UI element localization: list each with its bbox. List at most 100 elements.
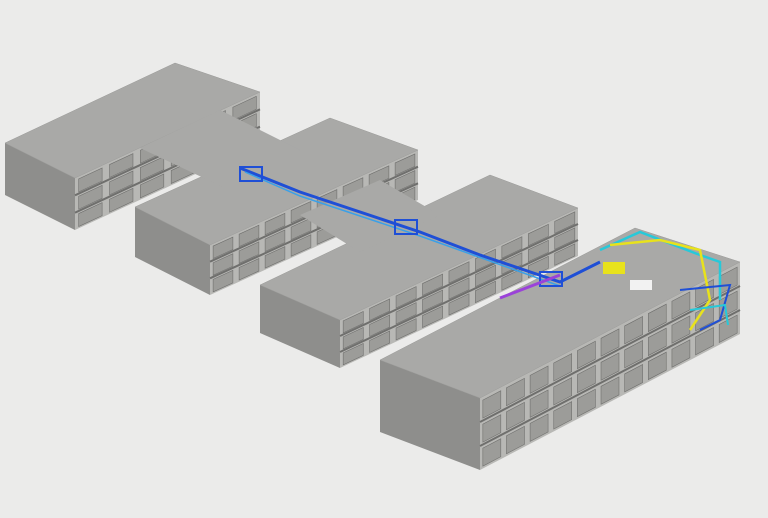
- buildings: [4, 62, 741, 470]
- secondary-pipe: [244, 171, 561, 287]
- roof: [4, 62, 261, 179]
- bay-opening: [369, 330, 391, 353]
- bay-opening: [212, 253, 234, 276]
- bay-opening: [395, 286, 417, 309]
- bay-opening: [238, 258, 260, 281]
- bay-opening: [448, 261, 470, 284]
- bay-opening: [212, 236, 234, 260]
- end-wall: [5, 143, 75, 230]
- bay-opening: [553, 353, 573, 382]
- bay-opening: [501, 252, 523, 275]
- bay-opening: [475, 264, 496, 288]
- pump-skid: [539, 271, 563, 287]
- bay-opening: [448, 293, 470, 316]
- bay-opening: [369, 314, 391, 337]
- bay-opening: [554, 211, 576, 234]
- bay-opening: [109, 187, 134, 213]
- bay-opening: [422, 305, 443, 329]
- bay-opening: [109, 153, 134, 179]
- bay-opening: [232, 95, 257, 121]
- bay-opening: [624, 316, 643, 345]
- yellow-pipe: [609, 238, 712, 331]
- bay-opening: [506, 377, 525, 407]
- bay-opening: [501, 268, 523, 291]
- bay-opening: [140, 173, 165, 199]
- purple-pipe: [499, 273, 561, 300]
- bay-opening: [264, 246, 286, 269]
- bay-opening: [527, 223, 549, 247]
- bay-opening: [78, 184, 103, 210]
- bay-opening: [475, 280, 496, 304]
- bay-opening: [671, 291, 691, 320]
- bay-opening: [647, 351, 667, 381]
- bay-opening: [529, 365, 549, 394]
- bay-opening: [394, 170, 416, 193]
- yellow-equipment: [603, 262, 625, 274]
- pump-skid: [239, 166, 263, 182]
- bay-opening: [577, 388, 596, 418]
- bay-opening: [718, 314, 738, 343]
- bay-opening: [212, 269, 234, 293]
- bay-opening: [482, 414, 502, 443]
- bay-opening: [290, 217, 312, 241]
- end-wall: [135, 207, 210, 295]
- bay-opening: [394, 153, 416, 176]
- bay-opening: [238, 241, 260, 264]
- bay-opening: [369, 298, 391, 321]
- bay-opening: [718, 290, 738, 319]
- white-equipment: [630, 280, 652, 290]
- bay-opening: [78, 167, 103, 193]
- main-pipe: [239, 166, 601, 284]
- bay-opening: [506, 425, 525, 455]
- bay-opening: [290, 234, 312, 257]
- blue-branch: [679, 283, 732, 331]
- bay-opening: [647, 327, 667, 357]
- bay-opening: [600, 328, 620, 357]
- corridor-roof: [140, 110, 300, 188]
- bay-opening: [554, 227, 576, 250]
- bay-opening: [395, 302, 417, 325]
- bay-opening: [342, 342, 364, 366]
- pump-skid: [394, 219, 418, 235]
- block-4: [379, 227, 741, 470]
- bay-opening: [448, 277, 470, 300]
- bay-opening: [342, 326, 364, 350]
- bay-opening: [482, 438, 502, 467]
- bay-opening: [140, 156, 165, 182]
- bay-opening: [342, 310, 364, 334]
- bay-opening: [554, 243, 576, 266]
- bay-opening: [238, 224, 260, 248]
- bay-opening: [600, 376, 620, 405]
- bay-opening: [501, 236, 523, 259]
- floor-slab: [479, 309, 741, 447]
- bay-opening: [624, 340, 643, 369]
- floor-slab: [339, 239, 579, 353]
- bay-opening: [527, 239, 549, 263]
- bay-opening: [264, 229, 286, 252]
- block-3: [259, 174, 579, 368]
- bay-opening: [482, 390, 502, 419]
- end-wall: [260, 285, 340, 368]
- bay-opening: [671, 339, 691, 368]
- bay-opening: [577, 340, 596, 370]
- bay-opening: [78, 202, 103, 228]
- bay-opening: [577, 364, 596, 394]
- bay-opening: [368, 165, 390, 188]
- bay-opening: [529, 389, 549, 418]
- bay-opening: [422, 273, 443, 297]
- bay-opening: [109, 170, 134, 196]
- bay-opening: [395, 318, 417, 341]
- cyan-branch: [689, 303, 729, 326]
- bay-opening: [422, 289, 443, 313]
- bay-opening: [624, 364, 643, 393]
- bay-opening: [553, 377, 573, 406]
- floor-slab: [339, 223, 579, 337]
- bay-opening: [264, 212, 286, 236]
- bay-opening: [553, 401, 573, 430]
- bay-opening: [671, 315, 691, 344]
- end-wall: [380, 360, 480, 470]
- bay-opening: [529, 413, 549, 442]
- mep-piping: [239, 166, 732, 331]
- bay-opening: [600, 352, 620, 381]
